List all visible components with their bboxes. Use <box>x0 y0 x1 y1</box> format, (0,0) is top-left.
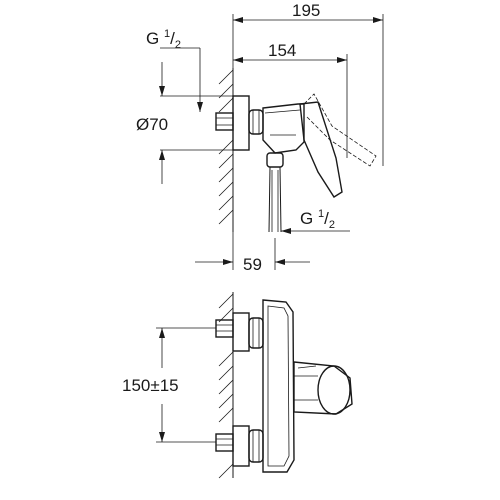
escutcheon <box>232 95 250 151</box>
lower-eccentric <box>215 425 264 467</box>
lever <box>299 101 343 198</box>
mixer-body-front <box>262 299 295 473</box>
thread-bottom-label: G 1/2 <box>300 208 335 231</box>
dimension-diameter: Ø70 <box>136 62 233 184</box>
inlet-connector <box>215 112 234 131</box>
thread-callout-top: G 1/2 <box>146 28 203 112</box>
thread-top-label: G 1/2 <box>146 28 181 51</box>
upper-eccentric <box>215 312 264 352</box>
dimension-154: 154 <box>233 41 348 158</box>
dimension-59: 59 <box>195 232 310 274</box>
nut <box>248 109 264 135</box>
front-view: 150±15 <box>122 292 353 479</box>
center-distance-label: 150±15 <box>122 376 179 395</box>
side-view: 195 154 G 1/2 Ø70 <box>136 1 384 274</box>
handle-front <box>293 361 353 415</box>
diameter-label: Ø70 <box>136 115 168 134</box>
dimension-center-distance: 150±15 <box>122 327 216 443</box>
mixer-width-label: 154 <box>268 41 296 60</box>
outlet-offset-label: 59 <box>243 255 262 274</box>
overall-width-label: 195 <box>292 1 320 20</box>
mixer-body <box>262 103 305 154</box>
outlet-connector <box>266 152 284 233</box>
lever-open-position <box>303 93 377 167</box>
dimension-195: 195 <box>232 1 384 166</box>
thread-callout-bottom: G 1/2 <box>281 208 350 234</box>
